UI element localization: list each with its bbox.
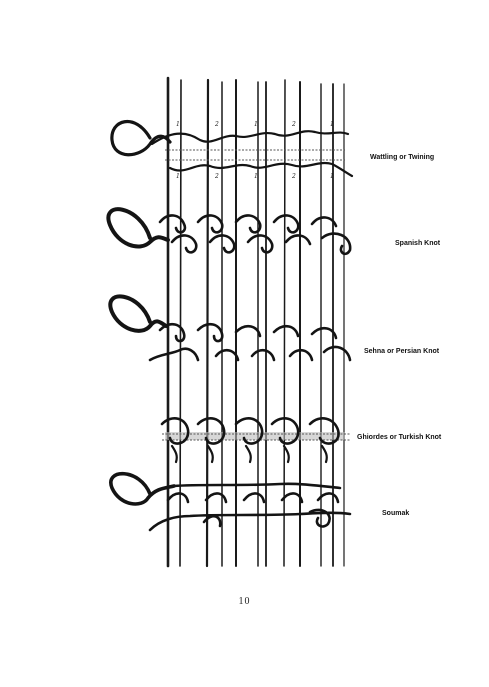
spanish-knot-diagram — [106, 207, 352, 256]
soumak-diagram — [109, 471, 352, 532]
warp-number: 2 — [291, 173, 296, 180]
knot-loops-upper — [158, 214, 338, 234]
sehna-knot-diagram — [108, 294, 352, 362]
knot-tails — [170, 444, 328, 464]
soumak-wrap-upper — [166, 482, 342, 504]
warp-number: 1 — [330, 173, 334, 180]
warp-number: 1 — [254, 121, 258, 128]
warp-number: 2 — [214, 173, 219, 180]
warp-number: 1 — [254, 173, 258, 180]
warp-number: 1 — [176, 173, 180, 180]
yarn-skein — [110, 119, 172, 157]
warp-thread — [283, 79, 286, 567]
warp-numbers-top: 1 2 1 2 1 — [176, 121, 334, 128]
warp-number: 1 — [176, 121, 180, 128]
warp-thread — [205, 78, 210, 568]
knot-loops-upper — [158, 322, 338, 343]
label-ghiordes-knot: Ghiordes or Turkish Knot — [357, 434, 442, 441]
weft-band — [165, 432, 345, 440]
label-wattling: Wattling or Twining — [370, 154, 435, 161]
weft-strand-lower — [168, 161, 354, 178]
knot-loops-lower — [148, 345, 352, 362]
warp-numbers-bottom: 1 2 1 2 1 — [176, 173, 334, 180]
page-number: 10 — [238, 596, 251, 607]
knot-loops — [160, 417, 340, 445]
wattling-diagram — [110, 119, 354, 178]
weft-strand-upper — [150, 130, 350, 146]
yarn-skein — [106, 207, 170, 249]
yarn-skein — [108, 294, 168, 333]
warp-number: 1 — [330, 121, 334, 128]
label-sehna-knot: Sehna or Persian Knot — [364, 348, 440, 355]
warp-number: 2 — [291, 121, 296, 128]
label-spanish-knot: Spanish Knot — [395, 240, 441, 247]
warp-number: 2 — [214, 121, 219, 128]
ghiordes-knot-diagram — [160, 417, 350, 464]
label-soumak: Soumak — [382, 510, 410, 517]
yarn-skein — [109, 471, 176, 506]
soumak-wrap-lower — [148, 508, 352, 532]
knot-loops-lower — [170, 232, 352, 256]
